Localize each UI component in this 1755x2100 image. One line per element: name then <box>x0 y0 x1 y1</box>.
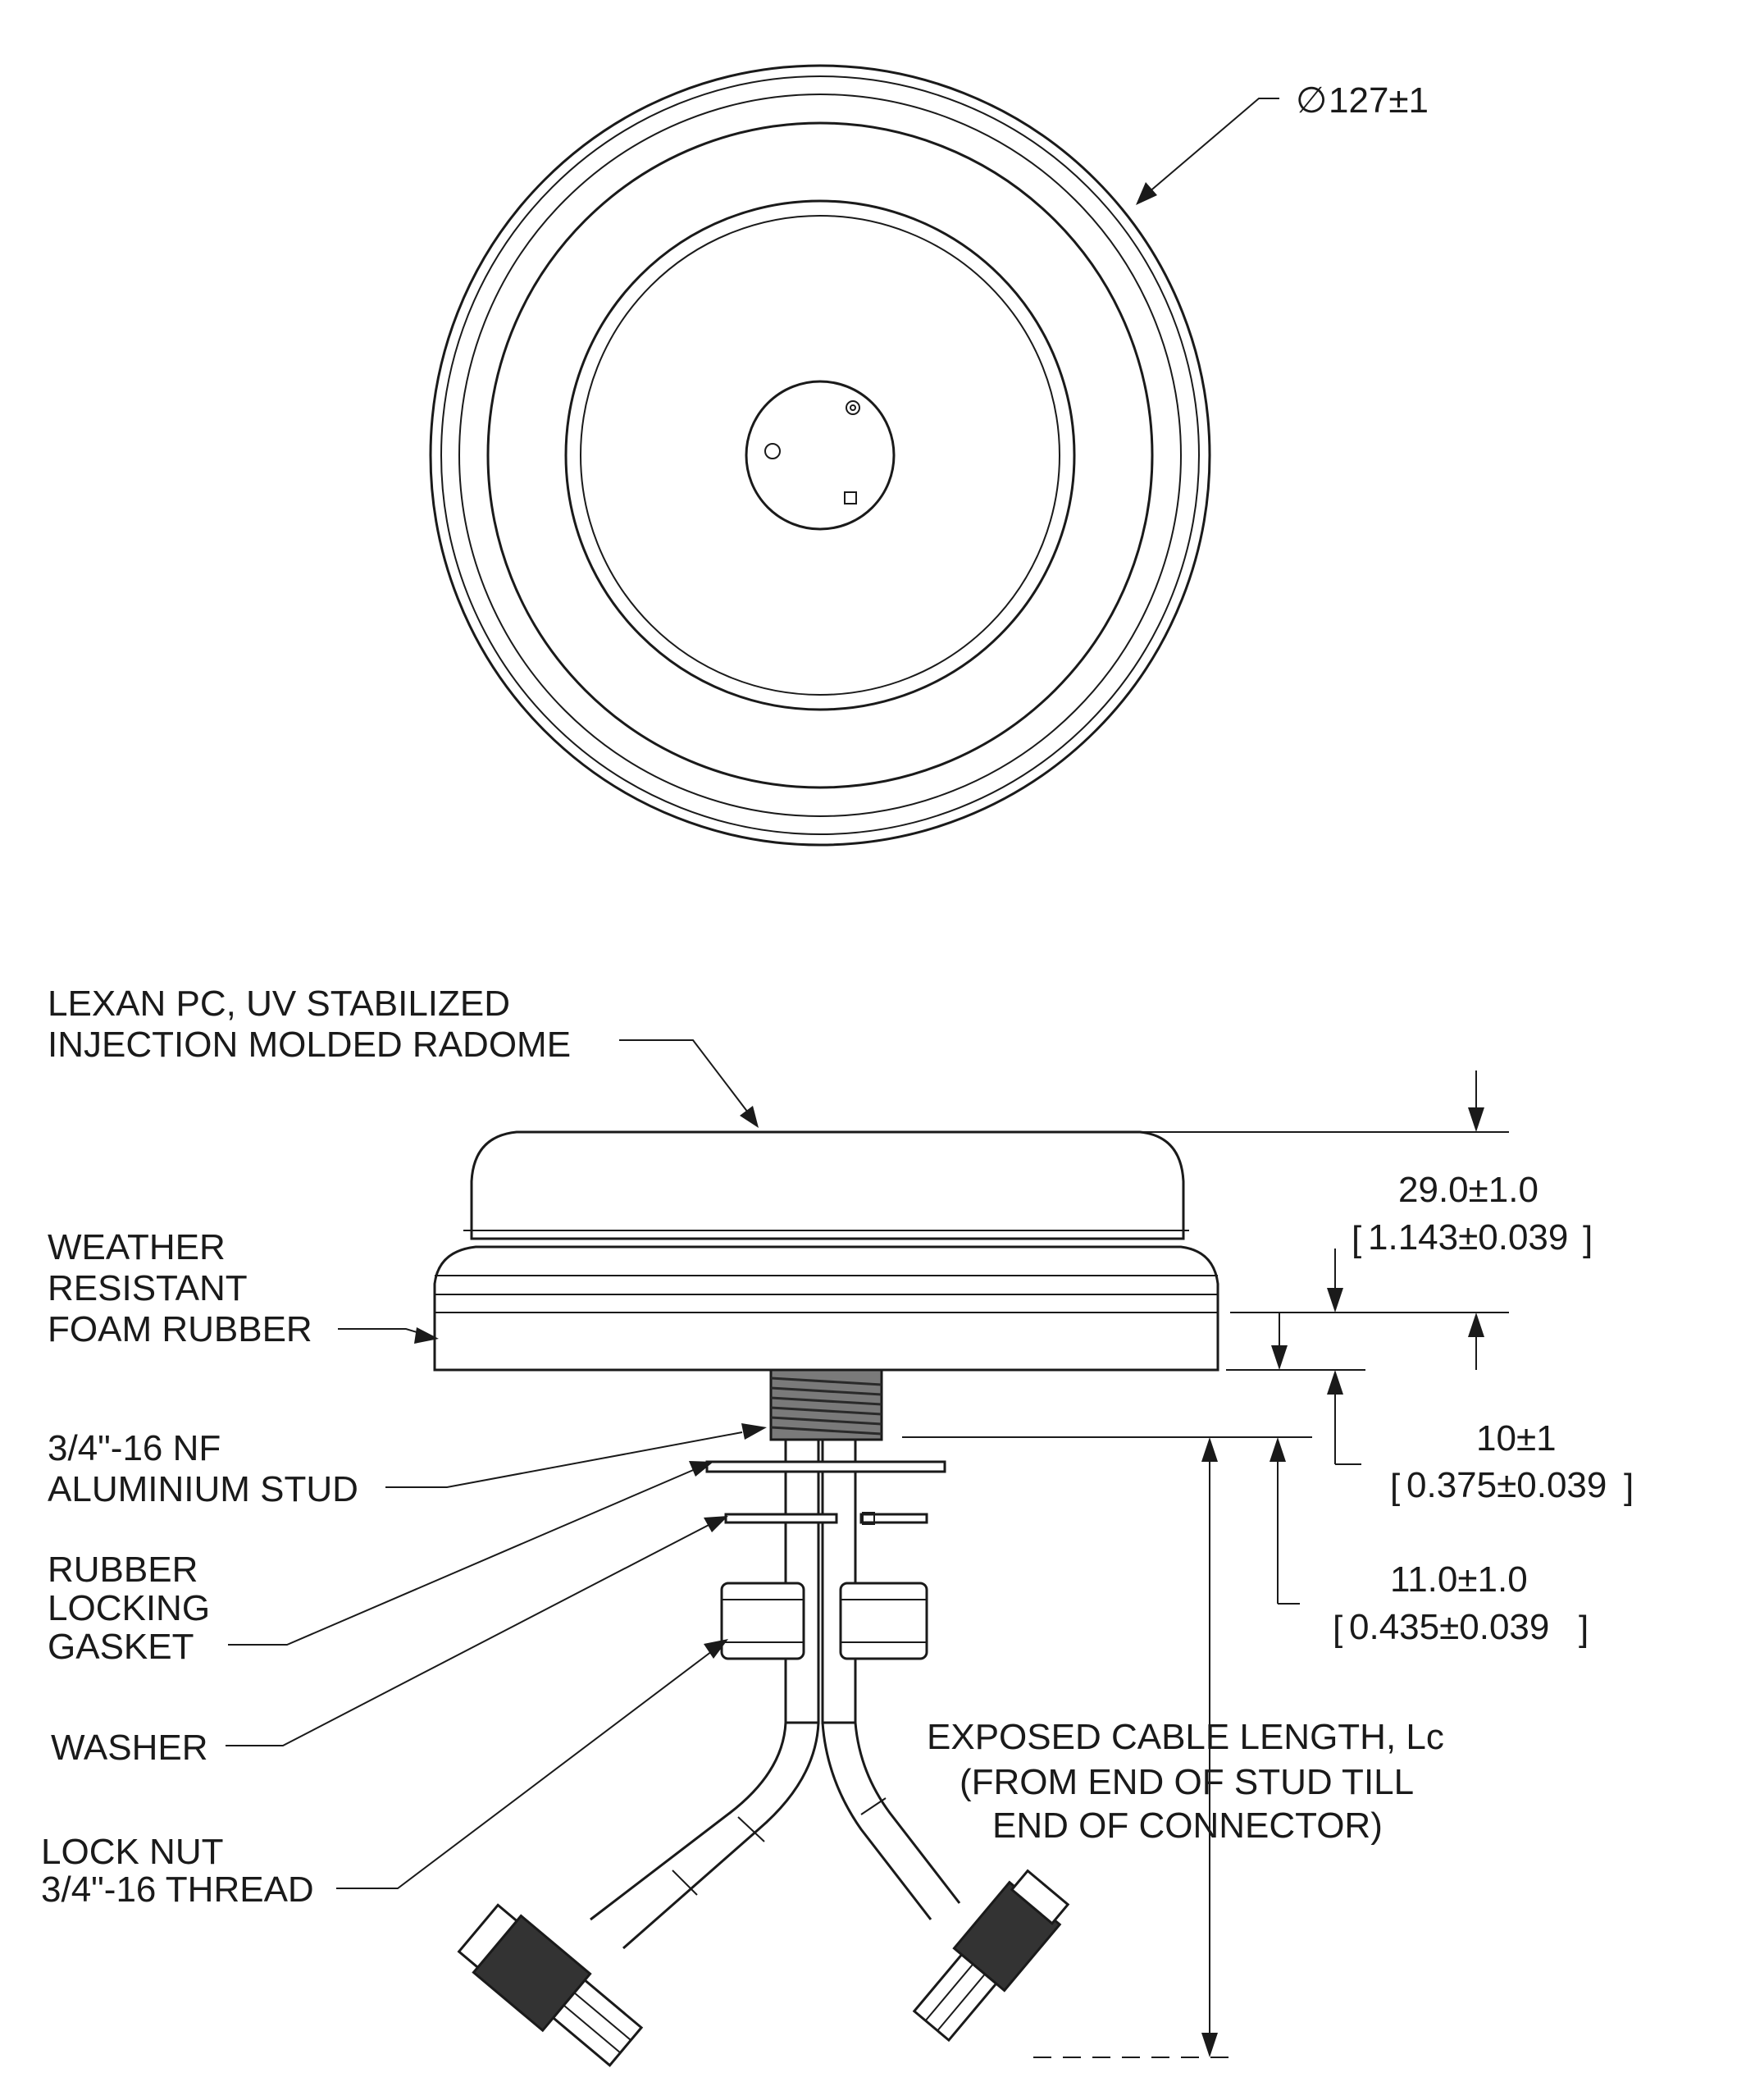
radome-base <box>433 1245 1219 1372</box>
foam-label-line3: FOAM RUBBER <box>48 1309 312 1349</box>
washer <box>705 1460 946 1473</box>
foam-label-line1: WEATHER <box>48 1227 226 1267</box>
diameter-value: 127±1 <box>1329 80 1429 121</box>
washer-leader <box>226 1522 714 1746</box>
radome-label-line1: LEXAN PC, UV STABILIZED <box>48 984 510 1024</box>
height-dim-mm: 29.0±1.0 <box>1398 1170 1538 1210</box>
cable-label-line2: (FROM END OF STUD TILL <box>960 1762 1414 1802</box>
stud-dim-mm: 11.0±1.0 <box>1390 1559 1528 1600</box>
cap-hole-top <box>846 400 860 415</box>
cable-left-straight <box>784 1438 820 1724</box>
outer-ring-inner-edge <box>440 75 1200 835</box>
svg-text:]: ] <box>1624 1467 1634 1507</box>
outer-ring <box>429 64 1211 847</box>
stud-threads <box>770 1376 882 1436</box>
lock-nut-right <box>839 1582 928 1660</box>
top-view: ∅ 127±1 <box>429 64 1429 847</box>
stud-label-line2: ALUMINIUM STUD <box>48 1469 358 1509</box>
ring-4 <box>564 199 1076 711</box>
gasket-leader <box>228 1468 698 1646</box>
radome-dome <box>470 1130 1185 1240</box>
locknut-label-line2: 3/4"-16 THREAD <box>41 1869 314 1910</box>
radome-leader <box>619 1039 751 1116</box>
svg-text:]: ] <box>1579 1609 1589 1649</box>
gasket-left <box>724 1513 838 1524</box>
center-cap <box>745 380 896 531</box>
lock-nut-left <box>720 1582 805 1660</box>
diameter-leader <box>1147 98 1261 194</box>
gasket-right <box>859 1513 928 1524</box>
stud-leader <box>385 1431 743 1488</box>
washer-label: WASHER <box>51 1728 208 1768</box>
stud-dim-inch: 0.435±0.039 <box>1349 1607 1549 1647</box>
foam-dim-mm: 10±1 <box>1476 1418 1557 1459</box>
cable-label-line3: END OF CONNECTOR) <box>992 1806 1383 1846</box>
gasket-label-line2: LOCKING <box>48 1588 210 1628</box>
height-dim-inch-close: ] <box>1583 1219 1593 1259</box>
locknut-leader <box>336 1648 716 1889</box>
cap-square-hole <box>844 491 857 504</box>
diameter-arrowhead <box>1136 182 1157 205</box>
gasket-label-line3: GASKET <box>48 1627 194 1667</box>
ring-5 <box>580 215 1060 696</box>
side-view: 29.0±1.0 [ 1.143±0.039 ] 10±1 [ 0.375±0.… <box>41 984 1634 2067</box>
ring-2 <box>458 94 1182 817</box>
connector-right <box>912 1869 1070 2043</box>
height-dim-inch: 1.143±0.039 <box>1368 1217 1568 1258</box>
radome-label-line2: INJECTION MOLDED RADOME <box>48 1025 571 1065</box>
diameter-symbol: ∅ <box>1296 80 1327 121</box>
connector-left <box>457 1903 644 2067</box>
ring-3 <box>486 121 1154 789</box>
gasket-label-line1: RUBBER <box>48 1550 198 1590</box>
svg-text:[: [ <box>1333 1609 1342 1649</box>
stud-label-line1: 3/4"-16 NF <box>48 1428 221 1468</box>
cable-right-straight <box>821 1438 857 1724</box>
foam-label-line2: RESISTANT <box>48 1268 248 1308</box>
locknut-label-line1: LOCK NUT <box>41 1832 223 1872</box>
cap-hole-top-center <box>850 404 856 411</box>
cable-label-line1: EXPOSED CABLE LENGTH, Lc <box>927 1717 1444 1757</box>
foam-dim-inch: 0.375±0.039 <box>1406 1465 1607 1505</box>
height-dim-inch-open: [ <box>1352 1219 1361 1259</box>
svg-text:[: [ <box>1390 1467 1400 1507</box>
cap-hole-left <box>764 443 781 459</box>
